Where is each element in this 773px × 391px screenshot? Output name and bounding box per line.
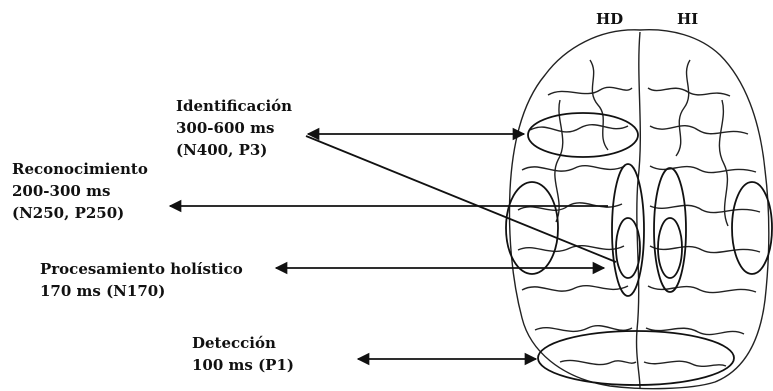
hemisphere-left-label: HI (677, 10, 699, 28)
identification-components: (N400, P3) (176, 141, 268, 159)
recognition-latency: 200-300 ms (12, 182, 111, 200)
detection-title: Detección (192, 334, 276, 352)
hemisphere-right-label: HD (596, 10, 624, 28)
right-fusiform-inner-ellipse (615, 217, 641, 279)
detection-label: Detección 100 ms (P1) (192, 332, 294, 376)
identification-latency: 300-600 ms (176, 119, 275, 137)
brain-illustration (508, 29, 770, 390)
identification-title: Identificación (176, 97, 293, 115)
region-ellipses (505, 112, 773, 386)
identification-label: Identificación 300-600 ms (N400, P3) (176, 95, 292, 161)
holistic-label: Procesamiento holístico 170 ms (N170) (40, 258, 243, 302)
occipital-region-ellipse (537, 330, 735, 386)
right-fusiform-outer-ellipse (611, 163, 645, 297)
recognition-title: Reconocimiento (12, 160, 148, 178)
connector-arrows (168, 127, 617, 366)
recognition-label: Reconocimiento 200-300 ms (N250, P250) (12, 158, 148, 224)
left-temporal-ellipse (731, 181, 773, 275)
longitudinal-fissure (635, 31, 642, 389)
recognition-components: (N250, P250) (12, 204, 125, 222)
identification-diagonal-line (305, 135, 617, 263)
detection-latency: 100 ms (P1) (192, 356, 294, 374)
left-fusiform-inner-ellipse (657, 217, 683, 279)
left-fusiform-outer-ellipse (653, 167, 687, 293)
holistic-title: Procesamiento holístico (40, 260, 243, 278)
holistic-latency: 170 ms (N170) (40, 282, 166, 300)
frontal-region-ellipse (527, 112, 639, 158)
